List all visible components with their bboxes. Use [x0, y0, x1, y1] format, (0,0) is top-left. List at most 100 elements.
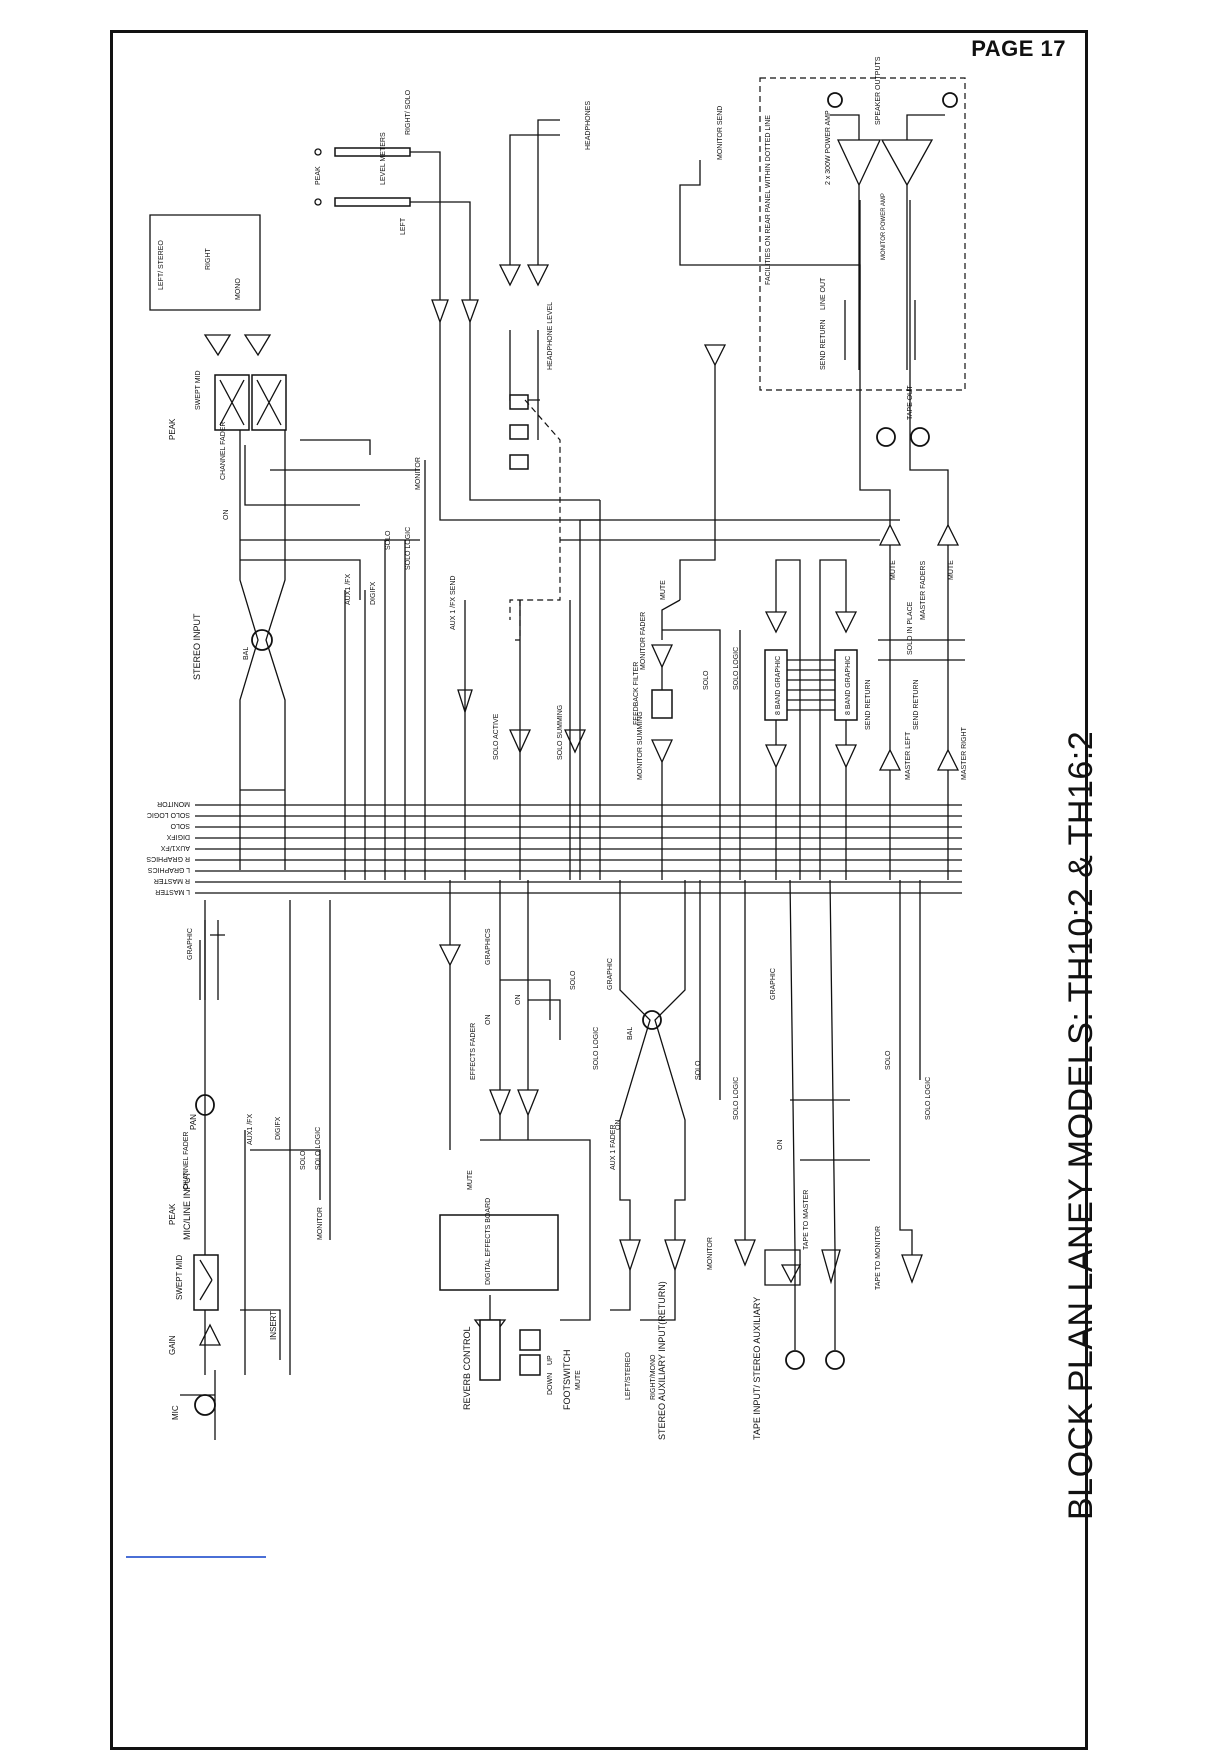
label-aux1-fader: AUX 1 FADER: [610, 1124, 617, 1170]
label-pan: PAN: [189, 1114, 198, 1130]
label-master-faders: MASTER FADERS: [920, 561, 927, 620]
label-gain: GAIN: [168, 1335, 177, 1355]
label-digifx-2: DIGIFX: [370, 581, 377, 605]
label-monitor-fader: MONITOR FADER: [640, 612, 647, 670]
label-on-4: ON: [615, 1120, 622, 1131]
label-master-left: MASTER LEFT: [905, 731, 912, 780]
label-solo-logic-5: SOLO LOGIC: [733, 1077, 740, 1120]
label-master-right: MASTER RIGHT: [961, 726, 968, 780]
label-graphic-3: GRAPHIC: [770, 968, 777, 1000]
label-power-amp: 2 x 300W POWER AMP: [825, 110, 832, 185]
page-link-underline: [126, 1556, 266, 1558]
label-right: RIGHT: [205, 248, 212, 271]
label-channel-fader-2: CHANNEL FADER: [220, 422, 227, 480]
label-effects-fader: EFFECTS FADER: [470, 1023, 477, 1080]
label-monitor-summing: MONITOR SUMMING: [637, 711, 644, 780]
bus-label: MONITOR: [157, 800, 190, 807]
label-8-band-graphic-1: 8 BAND GRAPHIC: [775, 656, 782, 715]
label-graphic-1: GRAPHIC: [187, 928, 194, 960]
label-level-meters: LEVEL METERS: [380, 132, 387, 185]
label-aux1-fx-2: AUX1 /FX: [345, 574, 352, 605]
label-solo-3: SOLO: [703, 670, 710, 690]
label-graphics-1: GRAPHICS: [485, 928, 492, 965]
label-send-return-1: SEND RETURN: [865, 679, 872, 730]
label-left-stereo-in: LEFT/STEREO: [625, 1352, 632, 1400]
label-monitor-2: MONITOR: [415, 457, 422, 490]
label-solo-in-place: SOLO IN PLACE: [907, 601, 914, 655]
label-tape-to-master: TAPE TO MASTER: [803, 1190, 810, 1250]
label-footswitch: FOOTSWITCH: [562, 1350, 572, 1411]
label-solo-1: SOLO: [300, 1150, 307, 1170]
label-channel-fader: CHANNEL FADER: [183, 1132, 190, 1190]
label-mute-1: MUTE: [660, 580, 667, 600]
label-monitor-send: MONITOR SEND: [717, 106, 724, 160]
label-solo-logic-4: SOLO LOGIC: [593, 1027, 600, 1070]
wiring: [149, 77, 966, 1440]
label-mute-5: MUTE: [575, 1370, 582, 1390]
label-bal-1: BAL: [243, 647, 250, 660]
label-peak: PEAK: [168, 1203, 177, 1225]
label-solo-summing: SOLO SUMMING: [557, 705, 564, 760]
label-insert: INSERT: [269, 1311, 278, 1340]
label-mute-3: MUTE: [948, 560, 955, 580]
label-stereo-aux-input: STEREO AUXILIARY INPUT(RETURN): [657, 1281, 667, 1440]
label-8-band-graphic-2: 8 BAND GRAPHIC: [845, 656, 852, 715]
bus-label: SOLO: [170, 822, 190, 829]
label-digital-effects-board: DIGITAL EFFECTS BOARD: [485, 1198, 492, 1285]
label-swept-mid: SWEPT MID: [175, 1255, 184, 1300]
label-graphic-2: GRAPHIC: [607, 958, 614, 990]
label-line-out: LINE OUT: [820, 277, 827, 310]
page-number: PAGE 17: [971, 36, 1066, 61]
bus-label: L GRAPHICS: [148, 866, 190, 873]
bus-label: AUX1/FX: [160, 844, 190, 851]
label-solo-logic-6: SOLO LOGIC: [925, 1077, 932, 1120]
bus-label: R GRAPHICS: [146, 855, 190, 862]
label-digifx: DIGIFX: [275, 1116, 282, 1140]
block-diagram: MONITOR SOLO LOGIC SOLO DIGIFX AUX1/FX R GRAP…: [146, 56, 968, 1440]
label-send-return-2: SEND RETURN: [913, 679, 920, 730]
label-up: UP: [547, 1355, 554, 1365]
label-right-mono-in: RIGHT/MONO: [650, 1354, 657, 1400]
label-headphones: HEADPHONES: [585, 101, 592, 150]
label-solo-2: SOLO: [385, 530, 392, 550]
label-monitor-power-amp: MONITOR POWER AMP: [881, 193, 887, 260]
label-solo-5: SOLO: [695, 1060, 702, 1080]
label-send-return-3: SEND RETURN: [820, 319, 827, 370]
label-headphone-level: HEADPHONE LEVEL: [547, 302, 554, 370]
label-solo-6: SOLO: [885, 1050, 892, 1070]
label-reverb-control: REVERB CONTROL: [462, 1326, 472, 1410]
label-solo-logic-3: SOLO LOGIC: [733, 647, 740, 690]
label-mic: MIC: [171, 1405, 180, 1420]
label-aux1-fx: AUX1 /FX: [247, 1114, 254, 1145]
label-mute-2: MUTE: [890, 560, 897, 580]
label-rear-panel: FACILITIES ON REAR PANEL WITHIN DOTTED L…: [765, 115, 772, 285]
label-solo-logic-2: SOLO LOGIC: [405, 527, 412, 570]
label-on-3: ON: [515, 995, 522, 1006]
schematic-page: PAGE 17 MONITOR SOLO LOGIC SOLO DIGIFX AUX1/…: [110, 30, 1100, 1750]
label-mic-line-input: MIC/LINE INPUT: [182, 1171, 192, 1240]
label-monitor-1: MONITOR: [317, 1207, 324, 1240]
label-peak-3: PEAK: [315, 166, 322, 185]
label-peak-2: PEAK: [168, 418, 177, 440]
label-down: DOWN: [547, 1373, 554, 1395]
label-on-5: ON: [777, 1140, 784, 1151]
bus-label: SOLO LOGIC: [147, 811, 190, 818]
diagram-title: BLOCK PLAN LANEY MODELS: TH10:2 & TH16:2: [1062, 730, 1100, 1520]
label-solo-4: SOLO: [570, 970, 577, 990]
diagram-labels: MIC/LINE INPUT STEREO INPUT REVERB CONTR…: [158, 56, 968, 1440]
label-left: LEFT: [400, 217, 407, 235]
label-stereo-input: STEREO INPUT: [192, 613, 202, 680]
label-on-2: ON: [485, 1015, 492, 1026]
label-solo-logic-1: SOLO LOGIC: [315, 1127, 322, 1170]
label-right-solo: RIGHT/ SOLO: [405, 89, 412, 135]
bus-label: R MASTER: [154, 877, 190, 884]
label-tape-out: TAPE OUT: [907, 385, 914, 420]
label-mute-4: MUTE: [467, 1170, 474, 1190]
label-speaker-outputs: SPEAKER OUTPUTS: [875, 56, 882, 125]
label-bal-2: BAL: [627, 1027, 634, 1040]
label-on-1: ON: [223, 510, 230, 521]
label-solo-active: SOLO ACTIVE: [493, 713, 500, 760]
label-tape-to-monitor: TAPE TO MONITOR: [875, 1226, 882, 1290]
label-tape-input: TAPE INPUT/ STEREO AUXILIARY: [752, 1297, 762, 1440]
